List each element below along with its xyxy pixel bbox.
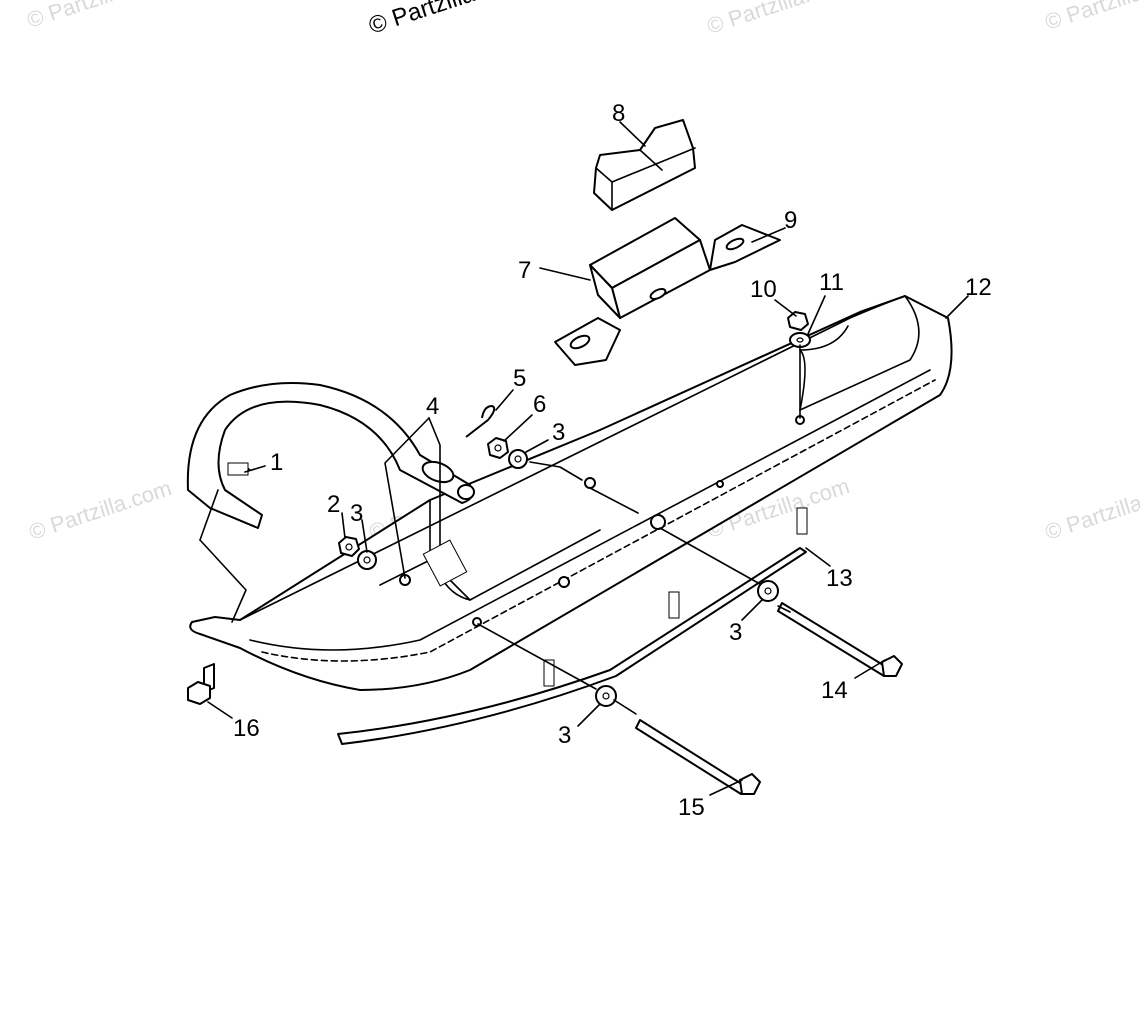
- callout-2: 2: [327, 491, 340, 518]
- callout-8: 8: [612, 100, 625, 127]
- callout-16: 16: [233, 715, 260, 742]
- saddle-block: [593, 119, 696, 211]
- callout-3: 3: [729, 619, 742, 646]
- watermark-text: © Partzilla.com: [24, 0, 173, 33]
- ski-handle: [186, 381, 475, 529]
- callout-3: 3: [350, 500, 363, 527]
- callout-15: 15: [678, 794, 705, 821]
- callout-5: 5: [513, 365, 526, 392]
- hardware: [187, 311, 903, 795]
- callout-1: 1: [270, 449, 283, 476]
- watermark-text: © Partzilla: [366, 0, 479, 40]
- callout-7: 7: [518, 257, 531, 284]
- callout-11: 11: [819, 269, 844, 296]
- callout-14: 14: [821, 677, 848, 704]
- callout-9: 9: [784, 207, 797, 234]
- callout-3: 3: [552, 419, 565, 446]
- callout-3: 3: [558, 722, 571, 749]
- callout-4: 4: [426, 393, 439, 420]
- callout-12: 12: [965, 274, 992, 301]
- callout-10: 10: [750, 276, 777, 303]
- saddle-bracket: [554, 217, 781, 366]
- watermark-text: © Partzilla.com: [1042, 475, 1140, 545]
- watermark-text: © Partzilla.com: [704, 0, 853, 39]
- watermark-text: © Partzilla.com: [26, 475, 175, 545]
- watermark-text: © Partzilla.com: [1042, 0, 1140, 35]
- callouts: 1 2 3 4 5 6 3 7 8 9 10 11 12 13 3 14 3 1…: [233, 100, 992, 821]
- ski-body: [189, 295, 953, 691]
- callout-6: 6: [533, 391, 546, 418]
- leader-lines: [199, 121, 969, 796]
- runner-bar: [337, 507, 808, 745]
- callout-13: 13: [826, 565, 853, 592]
